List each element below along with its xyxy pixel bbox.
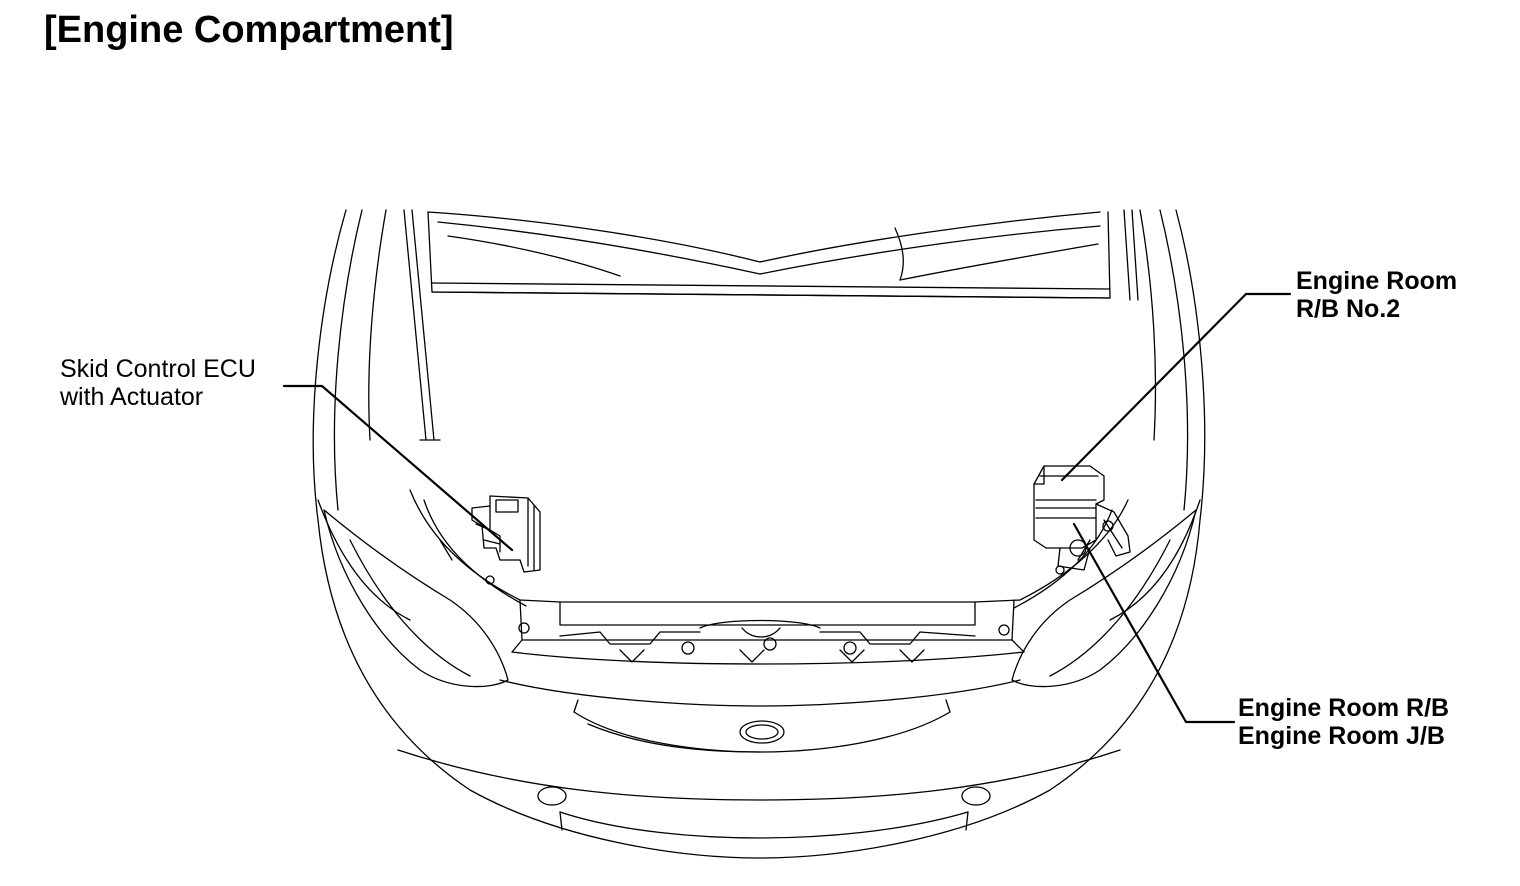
label-skid-control-ecu-line2: with Actuator xyxy=(60,383,204,411)
engine-room-relay-block-component xyxy=(1033,465,1131,571)
label-engine-room-rb-jb: Engine Room R/B Engine Room J/B xyxy=(1238,694,1449,750)
label-engine-room-rb-jb-line2: Engine Room J/B xyxy=(1238,722,1445,750)
hood-and-cowl xyxy=(403,209,1139,441)
skid-control-ecu-component xyxy=(471,495,541,573)
leader-engine-room-rb-jb xyxy=(1072,522,1236,724)
label-engine-room-rb-no2: Engine Room R/B No.2 xyxy=(1296,267,1457,323)
label-skid-control-ecu: Skid Control ECU with Actuator xyxy=(60,355,256,411)
leader-skid-control-ecu xyxy=(282,384,514,552)
bumper-and-grille xyxy=(397,679,1121,839)
label-engine-room-rb-no2-line2: R/B No.2 xyxy=(1296,295,1401,323)
page-title: [Engine Compartment] xyxy=(44,9,454,51)
leader-lines xyxy=(282,292,1292,724)
label-skid-control-ecu-line1: Skid Control ECU xyxy=(60,355,256,383)
leader-engine-room-rb-no2 xyxy=(1060,292,1292,482)
headlamps xyxy=(323,509,1197,688)
label-engine-room-rb-no2-line1: Engine Room xyxy=(1296,267,1458,295)
car-body-outline xyxy=(312,209,1206,859)
label-engine-room-rb-jb-line1: Engine Room R/B xyxy=(1238,694,1450,722)
radiator-support xyxy=(409,489,1129,665)
